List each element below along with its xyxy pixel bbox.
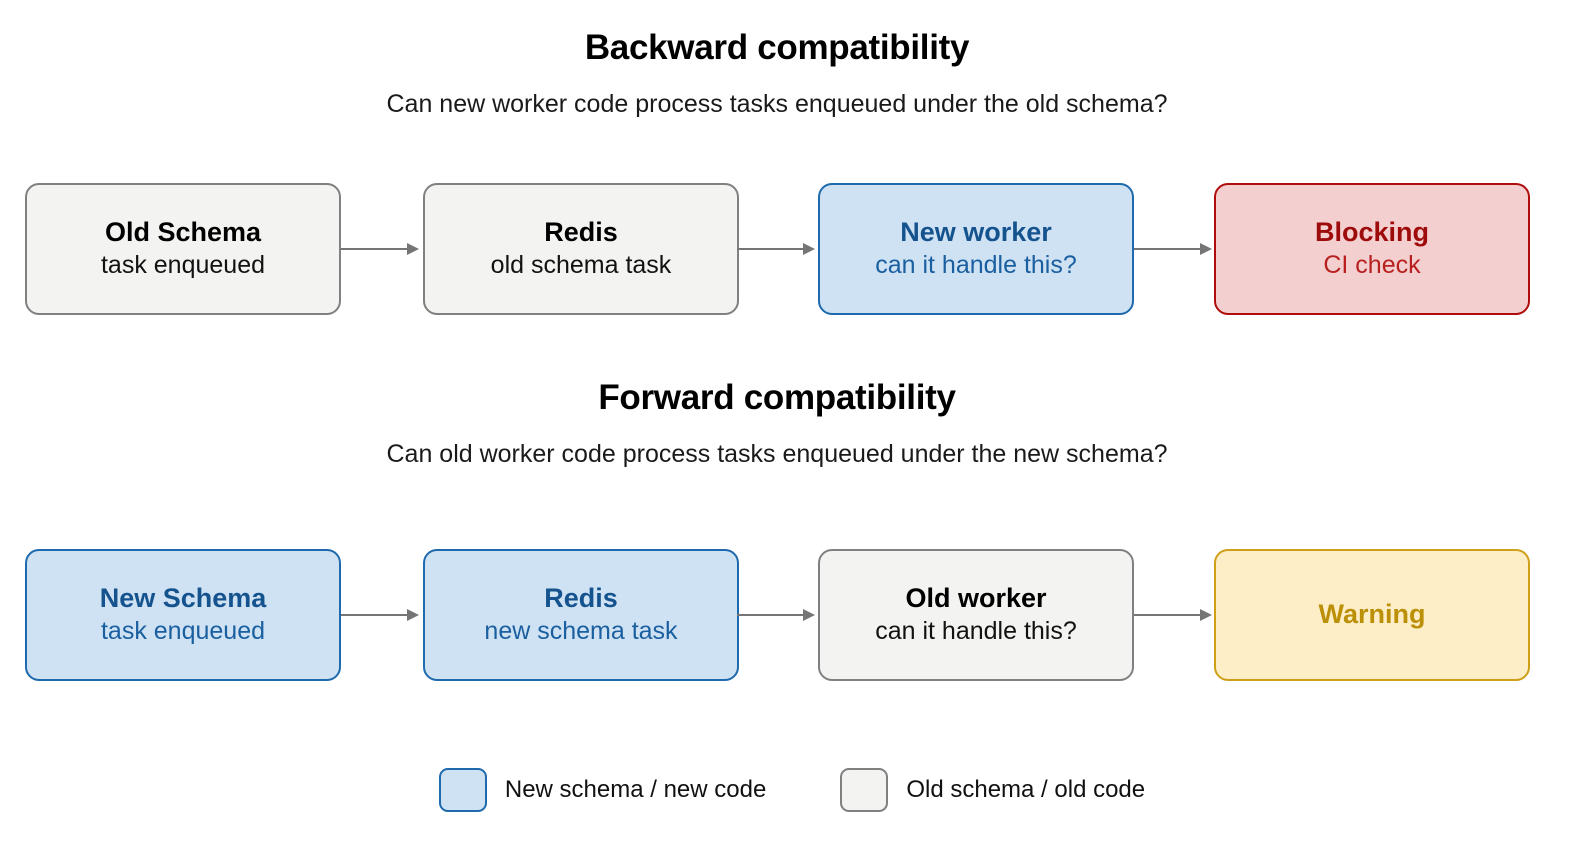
arrow-shaft (737, 614, 805, 616)
node-new-schema[interactable]: New Schema task enqueued (25, 549, 341, 681)
arrow-head (407, 609, 419, 621)
node-warning[interactable]: Warning (1214, 549, 1530, 681)
arrow-head (1200, 609, 1212, 621)
arrow-shaft (1134, 614, 1202, 616)
legend-label: New schema / new code (504, 776, 767, 803)
arrow-shaft (737, 248, 805, 250)
node-subtitle: task enqueued (100, 617, 266, 646)
arrow-shaft (341, 248, 409, 250)
node-title: New Schema (99, 583, 267, 614)
legend-item-old-schema-old-code: Old schema / old code (840, 768, 1145, 812)
node-title: Old Schema (104, 217, 262, 248)
backward-section-subtitle: Can new worker code process tasks enqueu… (386, 90, 1168, 118)
backward-flow-row: Old Schema task enqueued Redis old schem… (0, 183, 1584, 315)
arrow-head (407, 243, 419, 255)
node-blocking-ci-check[interactable]: Blocking CI check (1214, 183, 1530, 315)
node-subtitle: old schema task (490, 251, 672, 280)
node-redis-new[interactable]: Redis new schema task (423, 549, 739, 681)
node-title: New worker (900, 217, 1052, 248)
forward-section-subtitle: Can old worker code process tasks enqueu… (386, 440, 1168, 468)
arrow-right-icon (737, 605, 819, 625)
arrow-right-icon (341, 605, 423, 625)
node-old-worker[interactable]: Old worker can it handle this? (818, 549, 1134, 681)
arrow-shaft (1134, 248, 1202, 250)
arrow-shaft (341, 614, 409, 616)
node-title: Redis (544, 583, 618, 614)
arrow-head (1200, 243, 1212, 255)
legend-swatch-grey-icon (840, 768, 889, 812)
legend: New schema / new code Old schema / old c… (0, 768, 1584, 812)
arrow-right-icon (341, 239, 423, 259)
node-title: Old worker (905, 583, 1047, 614)
node-subtitle: task enqueued (100, 251, 266, 280)
backward-section-title: Backward compatibility (584, 28, 970, 67)
arrow-right-icon (1134, 605, 1216, 625)
legend-swatch-blue-icon (438, 768, 487, 812)
arrow-head (803, 609, 815, 621)
node-title: Warning (1318, 599, 1426, 630)
legend-label: Old schema / old code (906, 776, 1146, 803)
node-new-worker[interactable]: New worker can it handle this? (818, 183, 1134, 315)
arrow-head (803, 243, 815, 255)
arrow-right-icon (1134, 239, 1216, 259)
node-subtitle: can it handle this? (875, 251, 1077, 280)
node-title: Redis (544, 217, 618, 248)
node-subtitle: can it handle this? (875, 617, 1077, 646)
node-title: Blocking (1314, 217, 1429, 248)
node-subtitle: CI check (1323, 251, 1421, 280)
arrow-right-icon (737, 239, 819, 259)
node-subtitle: new schema task (484, 617, 678, 646)
forward-flow-row: New Schema task enqueued Redis new schem… (0, 549, 1584, 681)
node-old-schema[interactable]: Old Schema task enqueued (25, 183, 341, 315)
forward-section-title: Forward compatibility (598, 378, 956, 417)
node-redis-old[interactable]: Redis old schema task (423, 183, 739, 315)
legend-item-new-schema-new-code: New schema / new code (438, 768, 767, 812)
